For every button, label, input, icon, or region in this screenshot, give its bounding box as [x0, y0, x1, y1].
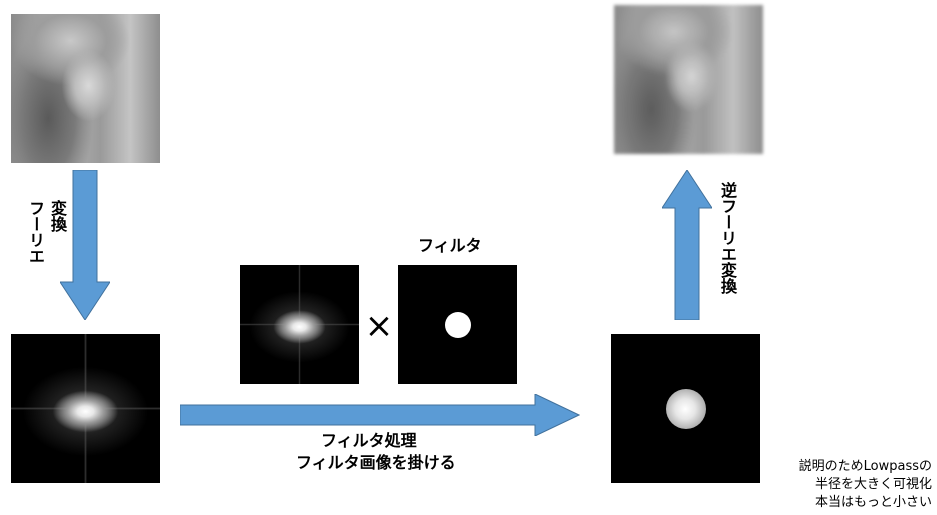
multiply-symbol: × — [364, 306, 394, 346]
fourier-transform-label-line1: フーリエ — [26, 200, 45, 264]
fourier-transform-arrow — [60, 170, 110, 320]
filtered-spectrum-blob — [665, 388, 706, 429]
filter-mask-circle — [444, 311, 471, 338]
note-line-2: 半径を大きく可視化 — [814, 477, 932, 492]
filter-title: フィルタ — [418, 236, 482, 255]
fourier-transform-arrow-shape — [60, 170, 110, 320]
filter-process-arrow — [180, 394, 580, 436]
filter-process-label-line1: フィルタ処理 — [321, 431, 417, 450]
inverse-fourier-transform-label: 逆フーリエ変換 — [718, 182, 737, 294]
filter-process-arrow-shape — [180, 394, 580, 436]
inverse-fourier-transform-arrow-shape — [662, 170, 712, 320]
spectrum-image-small — [240, 265, 359, 384]
filter-process-label-line2: フィルタ画像を掛ける — [296, 453, 456, 472]
fourier-transform-label-line2: 変換 — [48, 200, 67, 232]
spectrum-image — [11, 334, 160, 483]
original-image — [11, 14, 160, 163]
explanation-note: 説明のためLowpassの 半径を大きく可視化 本当はもっと小さい — [762, 458, 932, 512]
reconstructed-image — [614, 5, 763, 154]
note-line-3: 本当はもっと小さい — [814, 495, 932, 510]
inverse-fourier-transform-arrow — [662, 170, 712, 320]
filter-mask-image — [398, 265, 517, 384]
note-line-1: 説明のためLowpassの — [798, 459, 932, 474]
filtered-spectrum-image — [611, 334, 760, 483]
